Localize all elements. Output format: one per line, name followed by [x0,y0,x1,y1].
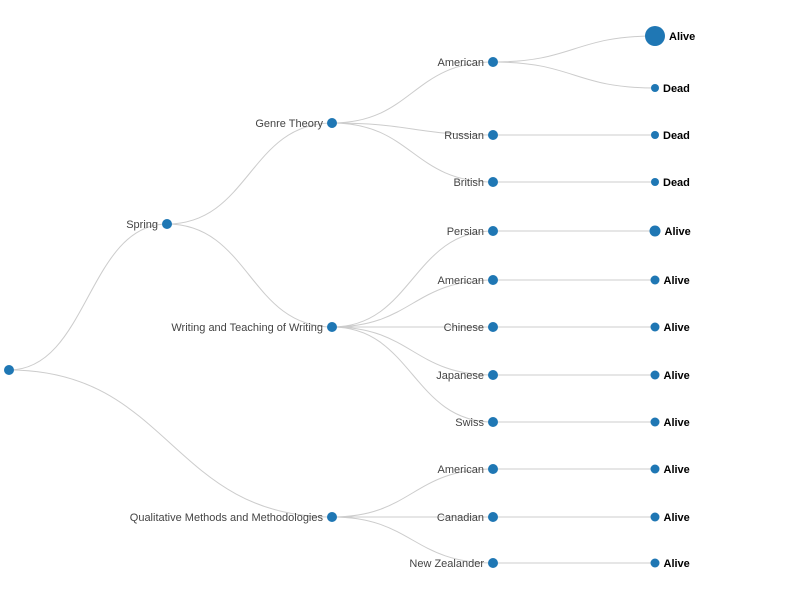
leaf-node-label: Alive [664,322,690,334]
internal-node-label: American [438,57,484,69]
node-spring[interactable] [162,219,172,229]
tree-link [331,326,494,376]
tree-link [331,122,494,183]
internal-node-label: Canadian [437,512,484,524]
tree-link [331,230,494,328]
node-qualitative-methods-and-methodologies[interactable] [327,512,337,522]
leaf-node-label: Dead [663,177,690,189]
node-chinese[interactable] [488,322,498,332]
tree-link [331,468,494,518]
node-alive[interactable] [650,370,660,380]
node-dead[interactable] [651,131,659,139]
leaf-node-label: Alive [665,226,691,238]
tree-link [331,279,494,328]
node-new-zealander[interactable] [488,558,498,568]
node-alive[interactable] [650,464,660,474]
node-dead[interactable] [651,84,659,92]
internal-node-label: Spring [126,219,158,231]
tree-link [166,122,333,225]
node-canadian[interactable] [488,512,498,522]
node-alive[interactable] [649,225,661,237]
tree-link [8,369,333,518]
node-japanese[interactable] [488,370,498,380]
internal-node-label: American [438,464,484,476]
node-alive[interactable] [650,322,660,332]
internal-node-label: Genre Theory [255,118,323,130]
node-alive[interactable] [650,275,660,285]
internal-node-label: Persian [447,226,484,238]
internal-node-label: Swiss [455,417,484,429]
internal-node-label: British [453,177,484,189]
node-dead[interactable] [651,178,659,186]
node-swiss[interactable] [488,417,498,427]
leaf-node-label: Alive [664,275,690,287]
tree-link [331,122,494,136]
leaf-node-label: Alive [664,464,690,476]
node-american[interactable] [488,464,498,474]
tree-link [492,61,656,89]
node-russian[interactable] [488,130,498,140]
leaf-node-label: Alive [664,417,690,429]
node-american[interactable] [488,275,498,285]
tree-link [331,61,494,124]
internal-node-label: Chinese [444,322,484,334]
internal-node-label: Japanese [436,370,484,382]
leaf-node-label: Alive [664,558,690,570]
leaf-node-label: Alive [669,31,695,43]
internal-node-label: New Zealander [409,558,484,570]
leaf-node-label: Alive [664,370,690,382]
tree-link [8,223,168,371]
leaf-node-label: Alive [664,512,690,524]
node-american[interactable] [488,57,498,67]
internal-node-label: Writing and Teaching of Writing [171,322,323,334]
node-root[interactable] [4,365,14,375]
leaf-node-label: Dead [663,83,690,95]
tree-link [166,223,333,328]
node-alive[interactable] [650,417,660,427]
node-writing-and-teaching-of-writing[interactable] [327,322,337,332]
node-alive[interactable] [650,558,660,568]
tree-link [492,35,656,63]
node-alive[interactable] [650,512,660,522]
leaf-node-label: Dead [663,130,690,142]
tree-link [331,516,494,564]
internal-node-label: Russian [444,130,484,142]
node-british[interactable] [488,177,498,187]
node-alive[interactable] [645,26,665,46]
tree-link [331,326,494,423]
node-genre-theory[interactable] [327,118,337,128]
node-persian[interactable] [488,226,498,236]
internal-node-label: American [438,275,484,287]
internal-node-label: Qualitative Methods and Methodologies [130,512,324,524]
